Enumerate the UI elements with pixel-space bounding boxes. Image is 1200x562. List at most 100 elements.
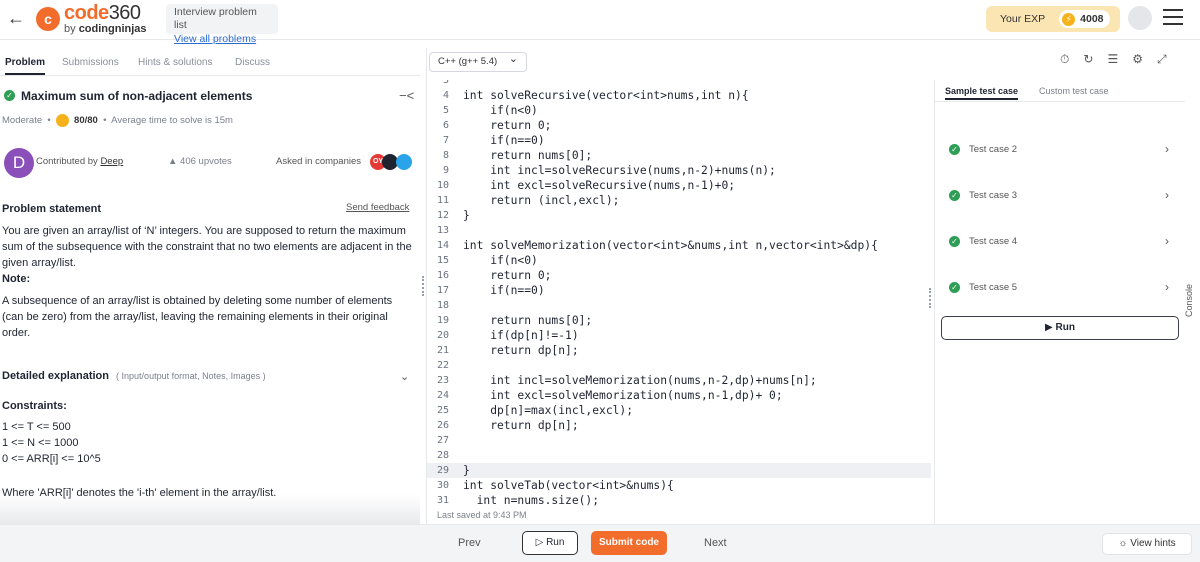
code-line[interactable]: 25 dp[n]=max(incl,excl);: [427, 403, 931, 418]
layout-icon[interactable]: ☰: [1107, 52, 1119, 66]
code-line[interactable]: 31 int n=nums.size();: [427, 493, 931, 508]
test-case-row[interactable]: ✓ Test case 4 ›: [947, 232, 1169, 252]
tab-problem[interactable]: Problem: [5, 57, 46, 75]
code-line[interactable]: 12}: [427, 208, 931, 223]
test-case-label: Test case 3: [969, 190, 1018, 201]
code-line[interactable]: 8 return nums[0];: [427, 148, 931, 163]
asked-in-label: Asked in companies: [276, 156, 362, 167]
detailed-explanation-heading: Detailed explanation: [2, 370, 109, 382]
code-line[interactable]: 18: [427, 298, 931, 313]
code-line[interactable]: 21 return dp[n];: [427, 343, 931, 358]
run-tests-button[interactable]: ▶ Run: [941, 316, 1179, 340]
code-line[interactable]: 27: [427, 433, 931, 448]
code-text: int solveRecursive(vector<int>nums,int n…: [463, 89, 749, 102]
send-feedback-link[interactable]: Send feedback: [346, 202, 410, 213]
constraint-3: 0 <= ARR[i] <= 10^5: [2, 453, 101, 465]
test-case-row[interactable]: ✓ Test case 2 ›: [947, 140, 1169, 160]
prev-button[interactable]: Prev: [458, 537, 481, 549]
code-text: if(n==0): [463, 284, 545, 297]
solved-check-icon: ✓: [4, 90, 15, 101]
console-toggle[interactable]: Console: [1184, 283, 1194, 317]
code-line[interactable]: 3: [427, 80, 931, 88]
code360-logo[interactable]: c code360 by codingninjas: [36, 3, 147, 35]
code-text: if(n<0): [463, 104, 538, 117]
company-logo-2[interactable]: [382, 154, 398, 170]
code-text: return (incl,excl);: [463, 194, 620, 207]
code-line[interactable]: 6 return 0;: [427, 118, 931, 133]
code-line[interactable]: 22: [427, 358, 931, 373]
company-logo-3[interactable]: [396, 154, 412, 170]
tab-sample-test-case[interactable]: Sample test case: [945, 86, 1019, 100]
back-arrow-icon[interactable]: ←: [7, 8, 25, 28]
tab-submissions[interactable]: Submissions: [62, 57, 119, 68]
code-line[interactable]: 26 return dp[n];: [427, 418, 931, 433]
code-text: return nums[0];: [463, 314, 593, 327]
tab-discuss[interactable]: Discuss: [235, 57, 271, 68]
settings-gear-icon[interactable]: ⚙: [1132, 52, 1143, 66]
top-bar: ← c code360 by codingninjas Interview pr…: [0, 0, 1200, 45]
run-button[interactable]: ▷ Run: [522, 531, 578, 555]
user-avatar[interactable]: [1128, 6, 1152, 30]
right-resize-handle[interactable]: [929, 288, 932, 308]
left-resize-handle[interactable]: [422, 276, 425, 296]
line-number: 16: [436, 270, 449, 281]
upvote-button[interactable]: ▲ 406 upvotes: [168, 156, 232, 167]
hamburger-menu-icon[interactable]: [1163, 9, 1183, 27]
code-line[interactable]: 9 int incl=solveRecursive(nums,n-2)+nums…: [427, 163, 931, 178]
code-line[interactable]: 23 int incl=solveMemorization(nums,n-2,d…: [427, 373, 931, 388]
code-line[interactable]: 16 return 0;: [427, 268, 931, 283]
code-text: int incl=solveMemorization(nums,n-2,dp)+…: [463, 374, 817, 387]
language-select[interactable]: C++ (g++ 5.4): [429, 52, 527, 72]
line-number: 5: [442, 105, 449, 116]
timer-icon[interactable]: ⏱: [1060, 52, 1070, 66]
test-case-label: Test case 4: [969, 236, 1018, 247]
detailed-explanation-toggle[interactable]: Detailed explanation ( Input/output form…: [2, 370, 266, 382]
reset-icon[interactable]: ↻: [1083, 52, 1094, 66]
code-line[interactable]: 11 return (incl,excl);: [427, 193, 931, 208]
breadcrumb-title: Interview problem list: [174, 6, 257, 31]
code-line[interactable]: 29}: [427, 463, 931, 478]
line-number: 12: [436, 210, 449, 221]
chevron-down-icon[interactable]: ⌄: [400, 371, 410, 383]
pass-check-icon: ✓: [949, 144, 960, 155]
contributor-link[interactable]: Deep: [100, 156, 124, 167]
tab-hints-solutions[interactable]: Hints & solutions: [138, 57, 213, 68]
test-case-panel: Sample test case Custom test case ✓ Test…: [934, 80, 1185, 524]
tab-custom-test-case[interactable]: Custom test case: [1039, 86, 1109, 96]
chevron-right-icon: ›: [1165, 142, 1169, 156]
code-text: }: [463, 209, 470, 222]
code-line[interactable]: 13: [427, 223, 931, 238]
breadcrumb: Interview problem list View all problems: [166, 4, 278, 45]
code-line[interactable]: 10 int excl=solveRecursive(nums,n-1)+0;: [427, 178, 931, 193]
run-label: Run: [546, 537, 565, 548]
score: 80/80: [74, 115, 98, 127]
line-number: 19: [436, 315, 449, 326]
constraints-heading: Constraints:: [2, 400, 67, 412]
code-line[interactable]: 15 if(n<0): [427, 253, 931, 268]
code-line[interactable]: 5 if(n<0): [427, 103, 931, 118]
code-line[interactable]: 28: [427, 448, 931, 463]
code-line[interactable]: 19 return nums[0];: [427, 313, 931, 328]
code-line[interactable]: 20 if(dp[n]!=-1): [427, 328, 931, 343]
next-button[interactable]: Next: [704, 537, 727, 549]
view-all-problems-link[interactable]: View all problems: [174, 33, 257, 45]
submit-code-button[interactable]: Submit code: [591, 531, 667, 555]
line-number: 14: [436, 240, 449, 251]
line-number: 26: [436, 420, 449, 431]
test-case-row[interactable]: ✓ Test case 5 ›: [947, 278, 1169, 298]
code-text: int excl=solveMemorization(nums,n-1,dp)+…: [463, 389, 783, 402]
contributor-avatar: D: [4, 148, 34, 178]
view-hints-button[interactable]: ☼ View hints: [1102, 533, 1192, 555]
test-case-row[interactable]: ✓ Test case 3 ›: [947, 186, 1169, 206]
fullscreen-icon[interactable]: ⤢: [1156, 52, 1167, 66]
code-line[interactable]: 24 int excl=solveMemorization(nums,n-1,d…: [427, 388, 931, 403]
difficulty: Moderate: [2, 115, 43, 127]
line-number: 6: [442, 120, 449, 131]
share-icon[interactable]: −<: [399, 88, 415, 103]
code-line[interactable]: 17 if(n==0): [427, 283, 931, 298]
code-line[interactable]: 7 if(n==0): [427, 133, 931, 148]
